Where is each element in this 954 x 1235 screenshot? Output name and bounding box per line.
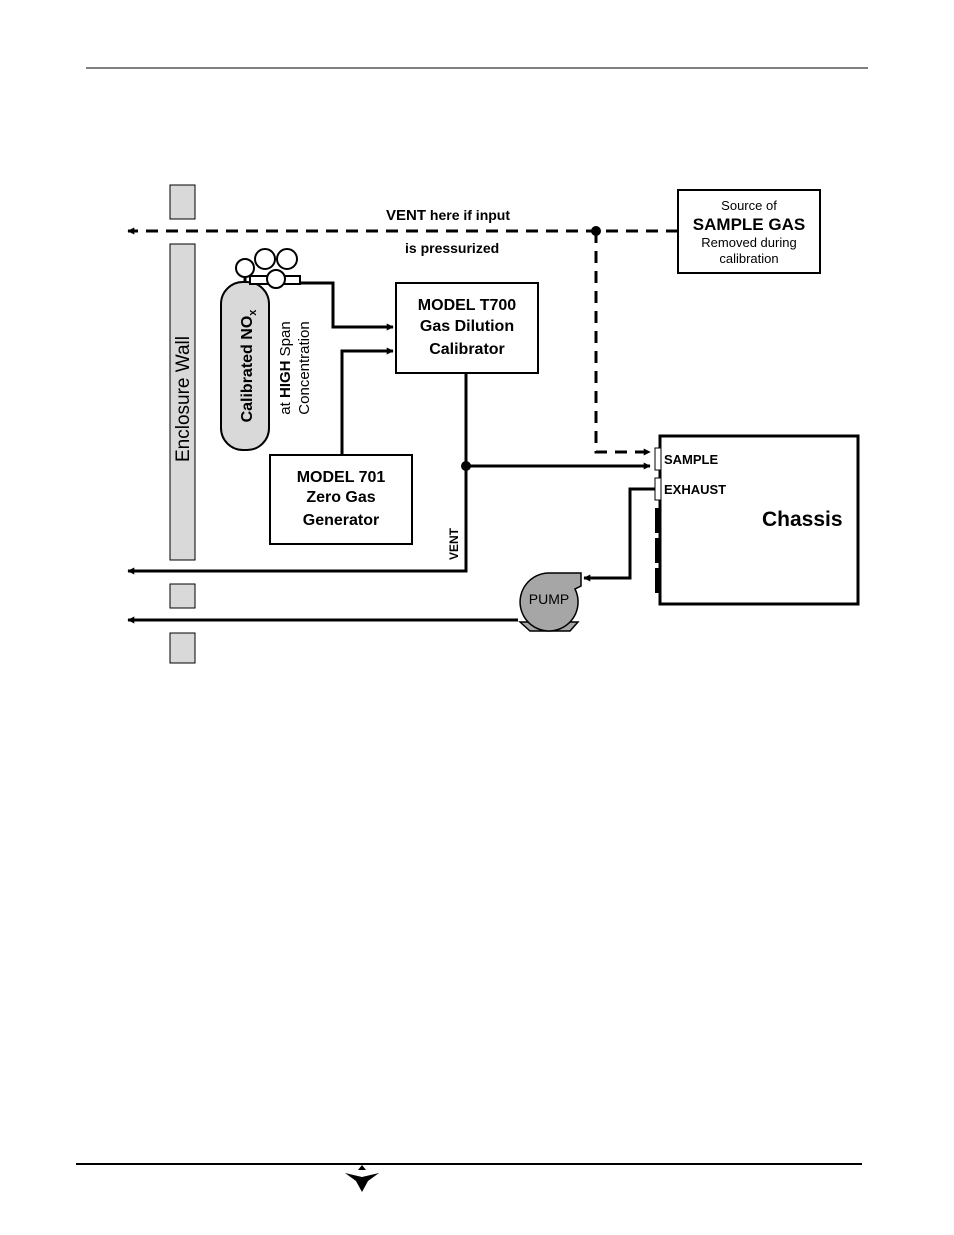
- enclosure-wall-label: Enclosure Wall: [173, 336, 194, 462]
- exhaust-port-label: EXHAUST: [664, 482, 726, 497]
- zero-gen-line3: Generator: [303, 512, 379, 529]
- rear-port-3: [655, 568, 661, 593]
- zero-gen-line1: MODEL 701: [297, 469, 386, 486]
- calibrator-line1: MODEL T700: [418, 297, 517, 314]
- rear-port-2: [655, 538, 661, 563]
- span-note-line1: at HIGH Span: [277, 321, 294, 414]
- exhaust-line: [584, 489, 655, 578]
- vent-note-line2: is pressurized: [405, 240, 499, 256]
- zero-gen-line2: Zero Gas: [306, 489, 375, 506]
- calibrator-line3: Calibrator: [429, 341, 505, 358]
- gauge-right-icon: [277, 249, 297, 269]
- span-gas-line: [300, 283, 393, 327]
- vent-label: VENT: [447, 527, 461, 560]
- span-note-line2: Concentration: [296, 321, 313, 414]
- rear-port-1: [655, 508, 661, 533]
- chassis-label: Chassis: [762, 508, 843, 531]
- sample-port: [655, 448, 661, 470]
- sample-source-line2: SAMPLE GAS: [693, 215, 805, 234]
- zero-gas-line: [342, 351, 393, 455]
- enclosure-wall-segment-top: [170, 185, 195, 219]
- regulator-knob: [236, 259, 254, 277]
- sample-source-line3: Removed during: [701, 235, 796, 250]
- sample-port-label: SAMPLE: [664, 452, 719, 467]
- enclosure-wall-segment-mid: [170, 584, 195, 608]
- sample-dashed-line: [596, 231, 650, 452]
- pump-label: PUMP: [529, 591, 569, 607]
- company-logo-icon: [345, 1165, 379, 1192]
- sample-source-line4: calibration: [719, 251, 778, 266]
- sample-source-line1: Source of: [721, 198, 777, 213]
- regulator-center: [267, 270, 285, 288]
- gauge-left-icon: [255, 249, 275, 269]
- calibrator-line2: Gas Dilution: [420, 318, 514, 335]
- exhaust-port: [655, 478, 661, 500]
- enclosure-wall-segment-bottom: [170, 633, 195, 663]
- vent-note-line1: VENT here if input: [386, 207, 510, 224]
